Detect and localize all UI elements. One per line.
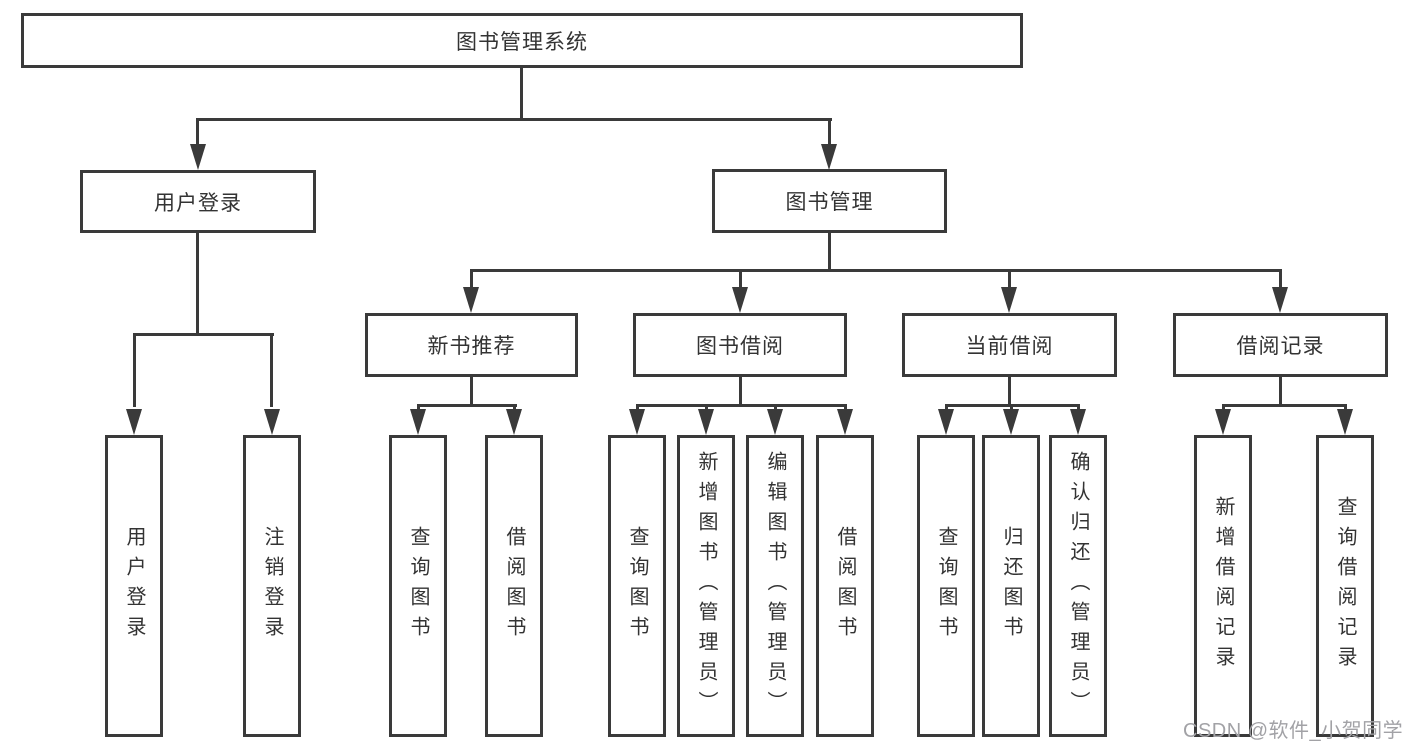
connector-line bbox=[739, 377, 742, 407]
connector-line bbox=[945, 404, 948, 412]
node-book-management: 图书管理 bbox=[712, 169, 947, 233]
arrow-down-icon bbox=[821, 144, 837, 170]
node-root: 图书管理系统 bbox=[21, 13, 1023, 68]
arrow-down-icon bbox=[264, 409, 280, 435]
watermark: CSDN @软件_小贺同学 bbox=[1183, 720, 1404, 742]
arrow-down-icon bbox=[506, 409, 522, 435]
arrow-down-icon bbox=[1001, 287, 1017, 313]
arrow-down-icon bbox=[1070, 409, 1086, 435]
arrow-down-icon bbox=[837, 409, 853, 435]
leaf-query-books-current: 查询图书 bbox=[917, 435, 975, 737]
node-new-book-recommend: 新书推荐 bbox=[365, 313, 578, 377]
connector-line bbox=[828, 118, 831, 146]
arrow-down-icon bbox=[629, 409, 645, 435]
leaf-query-borrow-record: 查询借阅记录 bbox=[1316, 435, 1374, 737]
arrow-down-icon bbox=[732, 287, 748, 313]
leaf-add-borrow-record: 新增借阅记录 bbox=[1194, 435, 1252, 737]
leaf-query-books-recommend: 查询图书 bbox=[389, 435, 447, 737]
arrow-down-icon bbox=[1337, 409, 1353, 435]
leaf-add-books-admin: 新增图书（管理员） bbox=[677, 435, 735, 737]
connector-line bbox=[1008, 377, 1011, 407]
connector-line bbox=[636, 404, 847, 407]
connector-line bbox=[470, 269, 473, 289]
leaf-logout: 注销登录 bbox=[243, 435, 301, 737]
connector-line bbox=[1010, 404, 1013, 412]
node-book-borrow: 图书借阅 bbox=[633, 313, 847, 377]
arrow-down-icon bbox=[1272, 287, 1288, 313]
leaf-confirm-return-admin: 确认归还（管理员） bbox=[1049, 435, 1107, 737]
node-borrow-records: 借阅记录 bbox=[1173, 313, 1388, 377]
connector-line bbox=[513, 404, 516, 412]
connector-line bbox=[196, 118, 199, 146]
arrow-down-icon bbox=[410, 409, 426, 435]
leaf-query-books-borrow: 查询图书 bbox=[608, 435, 666, 737]
connector-line bbox=[133, 333, 136, 407]
arrow-down-icon bbox=[1215, 409, 1231, 435]
connector-line bbox=[1222, 404, 1347, 407]
connector-line bbox=[828, 232, 831, 271]
connector-line bbox=[270, 333, 273, 407]
arrow-down-icon bbox=[190, 144, 206, 170]
connector-line bbox=[844, 404, 847, 412]
node-user-login: 用户登录 bbox=[80, 170, 316, 233]
arrow-down-icon bbox=[463, 287, 479, 313]
connector-line bbox=[1344, 404, 1347, 412]
connector-line bbox=[705, 404, 708, 412]
connector-line bbox=[133, 333, 274, 336]
arrow-down-icon bbox=[767, 409, 783, 435]
connector-line bbox=[520, 68, 523, 119]
leaf-borrow-books-recommend: 借阅图书 bbox=[485, 435, 543, 737]
leaf-return-books: 归还图书 bbox=[982, 435, 1040, 737]
connector-line bbox=[470, 377, 473, 407]
connector-line bbox=[417, 404, 517, 407]
connector-line bbox=[1077, 404, 1080, 412]
connector-line bbox=[774, 404, 777, 412]
arrow-down-icon bbox=[698, 409, 714, 435]
connector-line bbox=[1279, 377, 1282, 407]
arrow-down-icon bbox=[1003, 409, 1019, 435]
leaf-borrow-books-borrow: 借阅图书 bbox=[816, 435, 874, 737]
arrow-down-icon bbox=[938, 409, 954, 435]
connector-line bbox=[470, 269, 1282, 272]
connector-line bbox=[739, 269, 742, 289]
connector-line bbox=[417, 404, 420, 412]
connector-line bbox=[1008, 269, 1011, 289]
leaf-user-login: 用户登录 bbox=[105, 435, 163, 737]
connector-line bbox=[196, 232, 199, 335]
node-current-borrow: 当前借阅 bbox=[902, 313, 1117, 377]
connector-line bbox=[197, 118, 832, 121]
connector-line bbox=[636, 404, 639, 412]
connector-line bbox=[1279, 269, 1282, 289]
connector-line bbox=[1222, 404, 1225, 412]
leaf-edit-books-admin: 编辑图书（管理员） bbox=[746, 435, 804, 737]
arrow-down-icon bbox=[126, 409, 142, 435]
